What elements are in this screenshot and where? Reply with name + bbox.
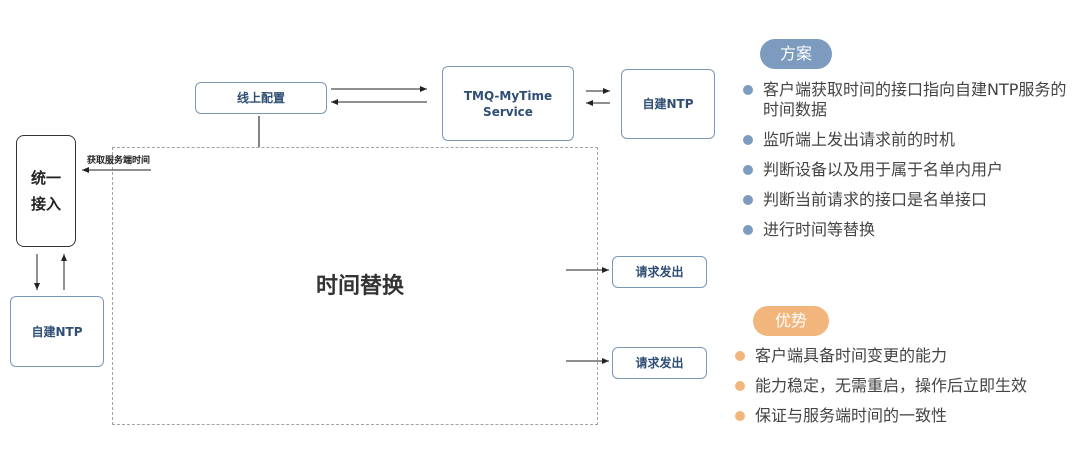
time-replace-region: [112, 147, 598, 425]
bullet-dot: [735, 381, 745, 391]
advantage-item: 能力稳定，无需重启，操作后立即生效: [733, 376, 1078, 396]
self-ntp-left-label: 自建NTP: [31, 324, 83, 339]
plan-item: 进行时间等替换: [741, 220, 1071, 240]
plan-item: 判断设备以及用于属于名单内用户: [741, 160, 1071, 180]
plan-item: 客户端获取时间的接口指向自建NTP服务的时间数据: [741, 80, 1071, 120]
plan-item-text: 客户端获取时间的接口指向自建NTP服务的时间数据: [763, 80, 1067, 119]
plan-list: 客户端获取时间的接口指向自建NTP服务的时间数据 监听端上发出请求前的时机 判断…: [741, 80, 1071, 250]
bullet-dot: [743, 135, 753, 145]
bullet-dot: [735, 351, 745, 361]
unified-access-label: 统一 接入: [30, 169, 61, 213]
advantages-title-pill: 优势: [753, 306, 829, 336]
time-replace-title: 时间替换: [315, 274, 404, 299]
advantage-item: 保证与服务端时间的一致性: [733, 406, 1078, 426]
bullet-dot: [743, 225, 753, 235]
bullet-dot: [743, 85, 753, 95]
plan-item: 判断当前请求的接口是名单接口: [741, 190, 1071, 210]
bullet-dot: [735, 411, 745, 421]
advantage-item-text: 能力稳定，无需重启，操作后立即生效: [755, 376, 1028, 395]
plan-item-text: 监听端上发出请求前的时机: [763, 130, 956, 149]
online-config-box: 线上配置: [195, 82, 327, 114]
request-out-box-1: 请求发出: [612, 256, 707, 288]
online-config-label: 线上配置: [236, 91, 285, 105]
advantage-item-text: 保证与服务端时间的一致性: [755, 406, 948, 425]
self-ntp-top-label: 自建NTP: [642, 97, 694, 111]
fetch-server-time-label: 获取服务端时间: [87, 156, 151, 166]
plan-item-text: 进行时间等替换: [763, 220, 876, 239]
request-out-label-2: 请求发出: [635, 356, 684, 370]
advantage-item-text: 客户端具备时间变更的能力: [755, 346, 948, 365]
plan-title-pill: 方案: [760, 39, 832, 69]
plan-item-text: 判断当前请求的接口是名单接口: [763, 190, 988, 209]
advantages-list: 客户端具备时间变更的能力 能力稳定，无需重启，操作后立即生效 保证与服务端时间的…: [733, 346, 1078, 436]
tmq-service-label: TMQ-MyTime Service: [463, 88, 553, 119]
request-out-box-2: 请求发出: [612, 347, 707, 379]
request-out-label-1: 请求发出: [635, 265, 684, 279]
plan-item-text: 判断设备以及用于属于名单内用户: [763, 160, 1004, 179]
self-ntp-top-box: 自建NTP: [621, 69, 715, 139]
bullet-dot: [743, 195, 753, 205]
tmq-service-box: TMQ-MyTime Service: [442, 66, 574, 141]
plan-item: 监听端上发出请求前的时机: [741, 130, 1071, 150]
self-ntp-left-box: 自建NTP: [10, 296, 104, 367]
unified-access-box: 统一 接入: [16, 135, 76, 247]
bullet-dot: [743, 165, 753, 175]
advantage-item: 客户端具备时间变更的能力: [733, 346, 1078, 366]
